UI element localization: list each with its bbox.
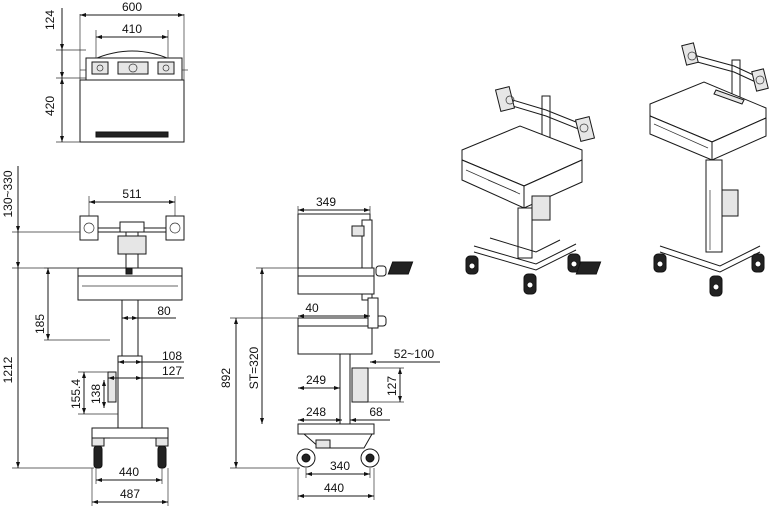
column-offset-label: 249 — [306, 373, 326, 387]
column-outer-label: 108 — [162, 349, 182, 363]
dim-511: 511 — [88, 187, 176, 216]
front-column-lower — [117, 355, 143, 429]
dim-side-height: ST=320 892 — [219, 267, 300, 469]
side-monitor-panel — [297, 213, 371, 269]
handle-offset-label: 68 — [369, 405, 383, 419]
side-depth-label: 349 — [316, 195, 336, 209]
shelf-offset-label: 40 — [305, 301, 319, 315]
dim-155-138: 155.4 138 — [69, 371, 118, 415]
top-height-label: 124 — [43, 10, 57, 30]
dim-487: 487 — [91, 468, 169, 506]
side-drawer — [297, 317, 373, 355]
dim-349: 349 — [297, 195, 371, 214]
dim-side-440: 440 — [297, 468, 375, 500]
dim-340: 340 — [305, 459, 371, 478]
perspective-right-monitor-arms — [681, 42, 769, 107]
dim-top-vertical: 124 420 — [43, 8, 86, 143]
drawer-height-label: 185 — [33, 314, 47, 334]
base-width-label: 487 — [120, 487, 140, 501]
top-adjust-label: 130~330 — [1, 170, 15, 217]
dim-600: 600 — [79, 0, 185, 80]
top-view-monitor-bracket — [80, 50, 188, 81]
perspective-left-monitor-arms — [494, 86, 596, 153]
dim-108-127: 108 127 — [108, 349, 184, 380]
bracket-inner-label: 138 — [89, 384, 103, 404]
side-bracket-height-label: 127 — [385, 376, 399, 396]
dim-249: 249 — [298, 373, 340, 390]
front-wheel-span-label: 440 — [119, 465, 139, 479]
dim-side-127: 127 — [368, 367, 404, 403]
side-bracket — [351, 367, 369, 403]
side-height-label: 892 — [219, 368, 233, 388]
side-base — [297, 423, 375, 435]
perspective-view-left — [387, 86, 596, 295]
column-width-label: 80 — [157, 304, 171, 318]
side-mount-pole — [361, 219, 373, 301]
body-height-label: 420 — [43, 96, 57, 116]
dim-front-height: 130~330 1212 — [1, 166, 94, 469]
side-view: 349 40 ST=320 892 52~100 — [219, 195, 440, 500]
dim-185: 185 — [33, 267, 110, 341]
perspective-right-column — [705, 159, 723, 253]
dim-248-68: 248 68 — [298, 405, 390, 422]
perspective-right-wheels — [653, 253, 765, 297]
front-view: 511 130~330 1212 185 80 — [1, 166, 185, 506]
side-column — [339, 353, 351, 425]
front-base — [91, 427, 169, 439]
base-offset-label: 248 — [306, 405, 326, 419]
monitor-span-label: 511 — [122, 187, 141, 201]
side-body — [297, 267, 375, 295]
perspective-left-column — [517, 207, 533, 259]
perspective-left-wheels — [465, 253, 581, 295]
front-bracket — [107, 371, 117, 403]
dim-80: 80 — [122, 304, 176, 320]
dim-front-440: 440 — [95, 465, 163, 484]
front-monitor-arms — [79, 215, 185, 271]
dim-52-100: 52~100 — [370, 347, 440, 364]
bracket-height-label: 155.4 — [69, 379, 83, 409]
front-wheels — [91, 437, 169, 469]
top-inner-width-label: 410 — [122, 22, 142, 36]
top-view: 600 410 124 420 — [43, 0, 188, 143]
column-inner-label: 127 — [162, 364, 182, 378]
dim-410: 410 — [95, 22, 169, 58]
top-view-slot — [95, 131, 169, 138]
total-height-label: 1212 — [1, 356, 15, 383]
side-wheels — [296, 439, 380, 468]
perspective-view-right — [575, 42, 769, 297]
side-wheel-span-label: 340 — [330, 459, 350, 473]
top-width-label: 600 — [122, 0, 142, 14]
stroke-label: ST=320 — [247, 346, 261, 389]
front-column-upper — [121, 299, 139, 357]
bracket-range-label: 52~100 — [394, 347, 435, 361]
side-base-depth-label: 440 — [324, 481, 344, 495]
dim-40: 40 — [298, 301, 370, 318]
